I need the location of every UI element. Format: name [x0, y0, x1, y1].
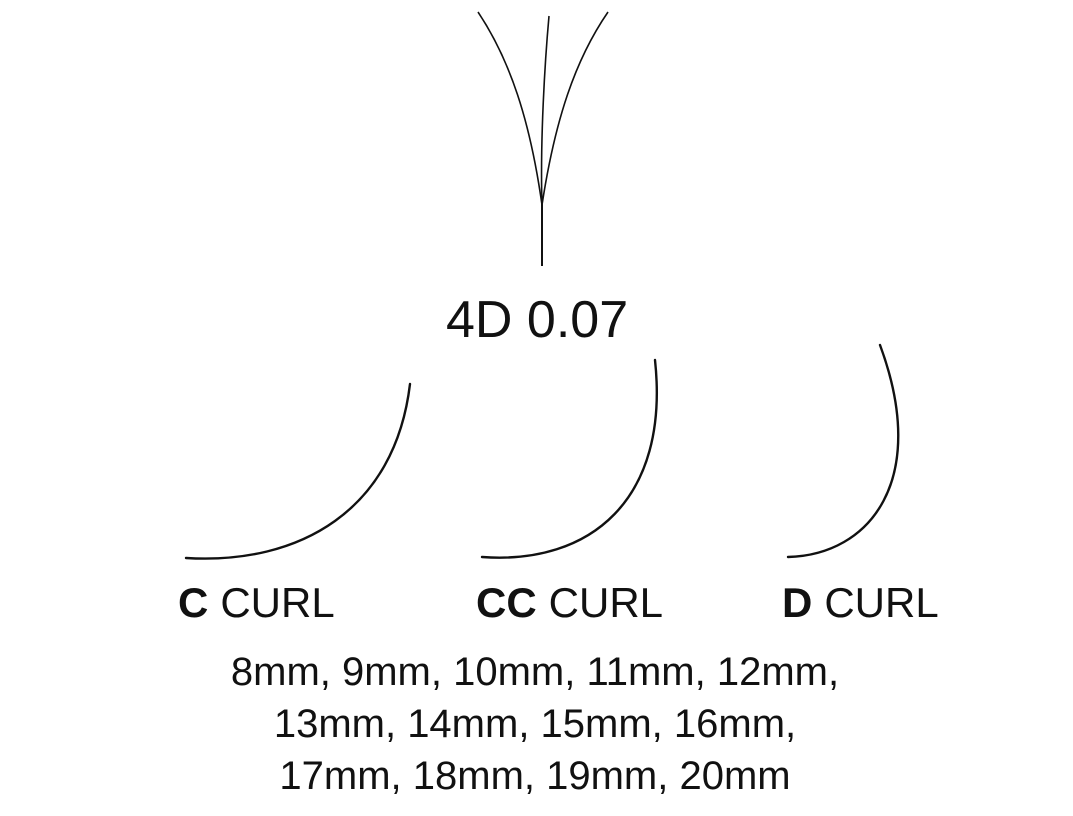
- length-line-3: 17mm, 18mm, 19mm, 20mm: [279, 754, 791, 798]
- lash-fan-strand-right: [541, 11, 609, 206]
- lash-fan-strand-left: [477, 11, 543, 206]
- c-curl-lash-icon: [184, 382, 412, 560]
- length-line-2: 13mm, 14mm, 15mm, 16mm,: [273, 702, 797, 746]
- curl-code: D: [782, 579, 813, 626]
- lash-fan-strand-middle: [540, 15, 550, 206]
- length-list: 8mm, 9mm, 10mm, 11mm, 12mm, 13mm, 14mm, …: [170, 646, 900, 802]
- curl-code: CC: [476, 579, 537, 626]
- cc-curl-lash-icon: [480, 358, 658, 559]
- d-curl-lash-icon: [786, 343, 900, 559]
- length-line-1: 8mm, 9mm, 10mm, 11mm, 12mm,: [230, 650, 840, 694]
- curl-code: C: [178, 579, 209, 626]
- curl-word: CURL: [824, 579, 939, 626]
- curl-word: CURL: [220, 579, 335, 626]
- curl-word: CURL: [548, 579, 664, 626]
- product-title: 4D 0.07: [446, 291, 629, 349]
